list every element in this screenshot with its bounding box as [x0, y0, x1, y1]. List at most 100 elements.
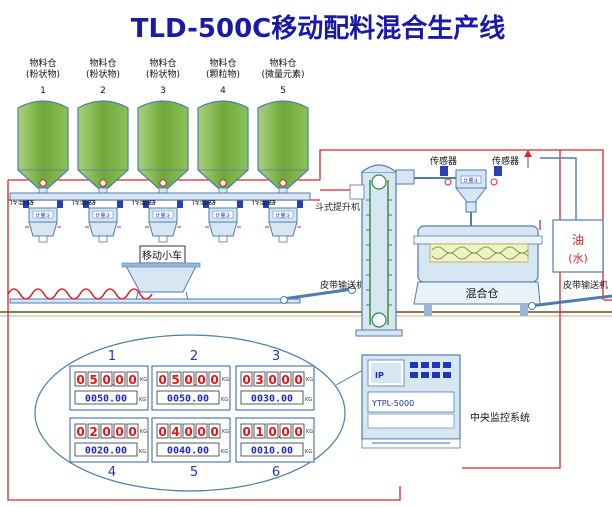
- belt-conveyor-left: 皮带输送机: [280, 279, 365, 304]
- actual-unit: KG: [305, 397, 312, 403]
- actual-weight: 0030.00: [251, 394, 293, 405]
- silo-subtitle: (颗粒物): [206, 68, 240, 80]
- setpoint-digit: 0: [210, 373, 218, 387]
- sensor-label: 传感器: [72, 196, 96, 206]
- top-sensor-label-left: 传感器: [430, 155, 457, 167]
- sensor-label: 传感器: [252, 196, 276, 206]
- sensor-label: 传感器: [10, 196, 34, 206]
- actual-weight-display: [240, 390, 304, 405]
- setpoint-digit: 4: [171, 425, 179, 439]
- actual-weight-display: [156, 442, 220, 457]
- setpoint-digit-cell: [208, 371, 221, 387]
- setpoint-unit: KG: [306, 429, 313, 435]
- actual-unit: KG: [139, 397, 146, 403]
- setpoint-digit: 0: [76, 373, 84, 387]
- setpoint-digit: 0: [242, 425, 250, 439]
- setpoint-digit: 2: [89, 425, 97, 439]
- setpoint-unit: KG: [140, 377, 147, 383]
- setpoint-digit: 0: [76, 425, 84, 439]
- setpoint-unit: KG: [222, 377, 229, 383]
- silo-subtitle: (粉状物): [26, 68, 60, 80]
- load-sensor-icon: [237, 200, 243, 208]
- setpoint-digit-cell: [156, 423, 169, 439]
- page-title: TLD-500C移动配料混合生产线: [131, 13, 506, 44]
- weigh-hopper-label: 计量斗: [95, 212, 110, 219]
- actual-weight-display: [74, 442, 138, 457]
- load-sensor-icon: [143, 200, 149, 208]
- elevator-label: 斗式提升机: [315, 201, 360, 213]
- actual-weight: 0010.00: [251, 446, 293, 457]
- setpoint-digit: 0: [294, 425, 302, 439]
- weigh-hopper-label: 计量斗: [215, 212, 230, 219]
- setpoint-digit-cell: [253, 371, 266, 387]
- top-weigh-hopper: 计量斗 传感器 传感器: [414, 150, 532, 228]
- actual-weight-display: [74, 390, 138, 405]
- panel-number: 5: [190, 465, 198, 480]
- silo-title: 物料仓: [269, 57, 296, 69]
- silo-body: [257, 100, 309, 189]
- silo-title: 物料仓: [209, 57, 236, 69]
- silo-number: 4: [220, 86, 226, 96]
- setpoint-digit: 0: [210, 425, 218, 439]
- setpoint-digit: 5: [89, 373, 97, 387]
- load-sensor-icon: [263, 200, 269, 208]
- belt-right-label: 皮带输送机: [563, 279, 608, 291]
- setpoint-digit-cell: [113, 371, 126, 387]
- setpoint-digit-cell: [113, 423, 126, 439]
- silo-number: 2: [100, 86, 106, 96]
- setpoint-digit: 0: [268, 425, 276, 439]
- actual-weight: 0040.00: [167, 446, 209, 457]
- panel-number: 6: [272, 465, 280, 480]
- setpoint-digit: 0: [158, 425, 166, 439]
- setpoint-digit: 0: [158, 373, 166, 387]
- actual-weight-display: [240, 442, 304, 457]
- controller-model: YTPL-5000: [371, 399, 414, 408]
- setpoint-unit: KG: [222, 429, 229, 435]
- setpoint-digit-cell: [126, 423, 139, 439]
- setpoint-digit: 0: [242, 373, 250, 387]
- bucket-elevator: 斗式提升机: [315, 164, 415, 337]
- setpoint-digit-cell: [279, 423, 292, 439]
- setpoint-digit-cell: [266, 371, 279, 387]
- setpoint-digit: 0: [184, 373, 192, 387]
- actual-weight: 0050.00: [85, 394, 127, 405]
- collector-bar: [9, 192, 311, 201]
- weigh-hopper-label: 计量斗: [35, 212, 50, 219]
- setpoint-digit-cell: [100, 423, 113, 439]
- setpoint-digit: 1: [255, 425, 263, 439]
- setpoint-digit-cell: [126, 371, 139, 387]
- valve-icon: [99, 179, 107, 187]
- setpoint-unit: KG: [140, 429, 147, 435]
- setpoint-digit: 0: [115, 425, 123, 439]
- load-sensor-icon: [57, 200, 63, 208]
- actual-unit: KG: [221, 397, 228, 403]
- actual-unit: KG: [139, 449, 146, 455]
- oil-label: 油: [572, 233, 584, 247]
- central-controller: IP YTPL-5000 中央监控系统: [361, 354, 530, 449]
- oil-water-tank: 油 (水): [540, 157, 604, 273]
- silo-title: 物料仓: [89, 57, 116, 69]
- setpoint-digit: 0: [294, 373, 302, 387]
- panel-number: 4: [108, 465, 116, 480]
- setpoint-digit-cell: [169, 371, 182, 387]
- setpoint-digit: 0: [281, 425, 289, 439]
- setpoint-digit-cell: [208, 423, 221, 439]
- silo-number: 3: [160, 86, 166, 96]
- setpoint-digit-cell: [87, 423, 100, 439]
- setpoint-digit-cell: [169, 423, 182, 439]
- load-sensor-icon: [23, 200, 29, 208]
- actual-weight: 0050.00: [167, 394, 209, 405]
- setpoint-digit-cell: [240, 423, 253, 439]
- setpoint-digit-cell: [100, 371, 113, 387]
- cart-rail: [7, 288, 301, 304]
